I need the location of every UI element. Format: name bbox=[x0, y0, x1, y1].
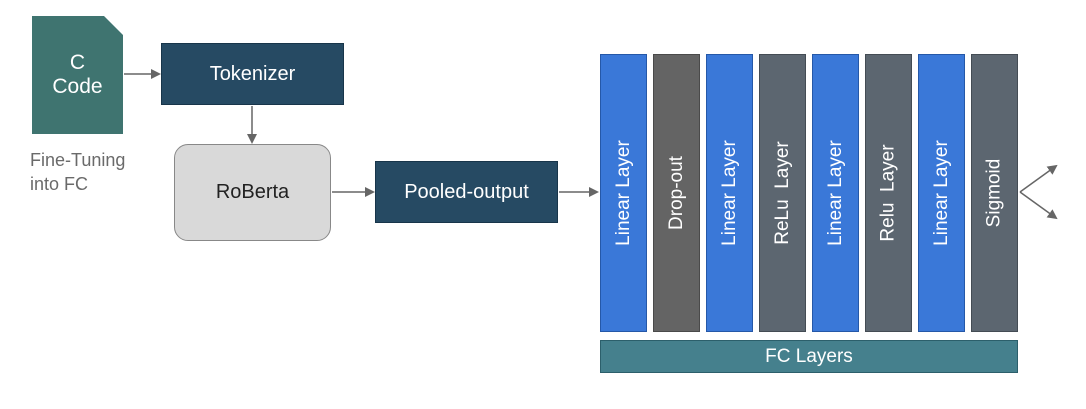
caption-line1: Fine-Tuning bbox=[30, 150, 126, 170]
layer-1: Linear Layer bbox=[600, 54, 647, 332]
layer-7: Linear Layer bbox=[918, 54, 965, 332]
tokenizer-box: Tokenizer bbox=[161, 43, 344, 105]
fine-tuning-caption: Fine-Tuning into FC bbox=[30, 148, 160, 196]
layer-4: ReLu Layer bbox=[759, 54, 806, 332]
fc-layers-bar: FC Layers bbox=[600, 340, 1018, 373]
output-arrow-down bbox=[1019, 191, 1058, 220]
file-label-line1: C bbox=[69, 51, 86, 74]
layer-2: Drop-out bbox=[653, 54, 700, 332]
layer-8: Sigmoid bbox=[971, 54, 1018, 332]
pooled-output-box: Pooled-output bbox=[375, 161, 558, 223]
c-code-file-icon: C Code bbox=[32, 16, 123, 134]
file-label-line2: Code bbox=[52, 75, 103, 98]
output-arrow-up bbox=[1019, 164, 1058, 193]
layer-5: Linear Layer bbox=[812, 54, 859, 332]
layer-3: Linear Layer bbox=[706, 54, 753, 332]
layer-6: Relu Layer bbox=[865, 54, 912, 332]
roberta-box: RoBerta bbox=[174, 144, 331, 241]
caption-line2: into FC bbox=[30, 174, 89, 194]
